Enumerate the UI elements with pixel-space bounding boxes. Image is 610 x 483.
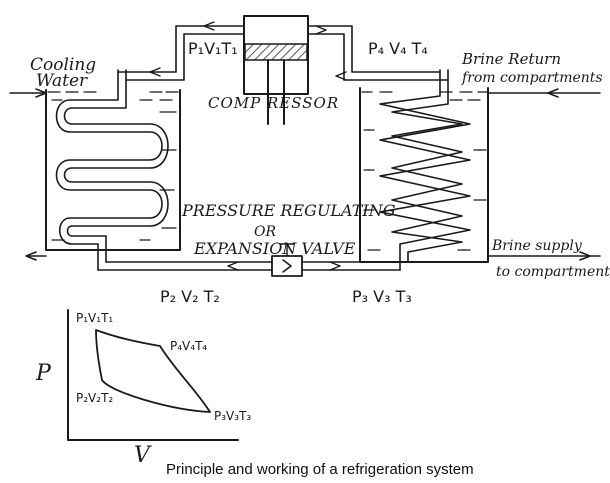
piping-bottom <box>97 243 409 277</box>
figure-caption: Principle and working of a refrigeration… <box>166 461 474 478</box>
pv-point2-label: P₂V₂T₂ <box>76 391 113 405</box>
condenser-tank <box>9 88 181 261</box>
brine-return-label-line1: Brine Return <box>461 50 561 68</box>
pv-axes <box>67 309 239 441</box>
pv-point3-label: P₃V₃T₃ <box>214 409 251 423</box>
pressure-regulating-label: PRESSURE REGULATING <box>181 201 396 220</box>
pv-point4-label: P₄V₄T₄ <box>170 339 207 353</box>
brine-supply-label-line2: to compartments <box>496 264 610 280</box>
compressor <box>243 15 309 125</box>
p4v4t4-label: P₄ V₄ T₄ <box>368 39 428 58</box>
pv-cycle-curve <box>95 329 211 413</box>
brine-supply-label-line1: Brine supply <box>491 238 583 254</box>
pv-axis-v: V <box>134 443 152 468</box>
p3v3t3-label: P₃ V₃ T₃ <box>352 287 412 306</box>
brine-return-label-line2: from compartments <box>461 70 603 86</box>
p2v2t2-label: P₂ V₂ T₂ <box>160 287 220 306</box>
or-label: OR <box>254 224 276 240</box>
cooling-water-label-line1: Cooling <box>30 55 96 75</box>
p1v1t1-label: P₁V₁T₁ <box>188 39 238 58</box>
pv-axis-p: P <box>35 361 52 386</box>
expansion-valve-label: EXPANSION VALVE <box>193 239 356 258</box>
condenser-coil <box>55 69 169 271</box>
pv-diagram: P V P₁V₁T₁ P₄V₄T₄ P₂V₂T₂ P₃V₃T₃ <box>35 309 251 468</box>
cooling-water-label-line2: Water <box>36 71 88 91</box>
pv-point1-label: P₁V₁T₁ <box>76 311 113 325</box>
expansion-valve <box>271 255 303 277</box>
evaporator-tank <box>359 87 601 263</box>
compressor-label: COMP RESSOR <box>208 94 339 112</box>
evaporator-coil <box>379 69 471 271</box>
piping-top <box>117 21 449 81</box>
